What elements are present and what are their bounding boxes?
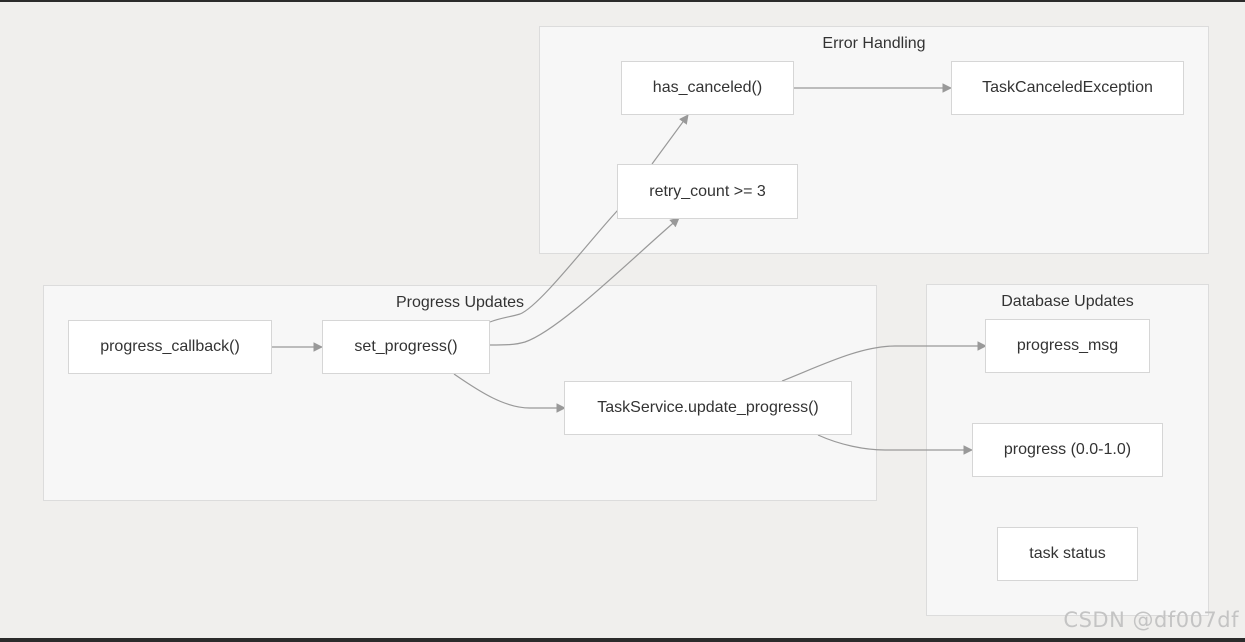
node-has-canceled: has_canceled() bbox=[621, 61, 794, 115]
watermark-text: CSDN @df007df bbox=[1063, 608, 1239, 632]
node-progress-msg: progress_msg bbox=[985, 319, 1150, 373]
node-task-status: task status bbox=[997, 527, 1138, 581]
node-progress-callback: progress_callback() bbox=[68, 320, 272, 374]
node-task-service-update-progress: TaskService.update_progress() bbox=[564, 381, 852, 435]
cluster-title-progress-updates: Progress Updates bbox=[395, 294, 525, 311]
node-retry-count: retry_count >= 3 bbox=[617, 164, 798, 219]
top-border bbox=[0, 0, 1245, 2]
node-task-canceled-exception: TaskCanceledException bbox=[951, 61, 1184, 115]
cluster-title-error-handling: Error Handling bbox=[822, 35, 926, 52]
cluster-title-database-updates: Database Updates bbox=[1001, 293, 1134, 310]
bottom-border bbox=[0, 638, 1245, 642]
node-set-progress: set_progress() bbox=[322, 320, 490, 374]
node-progress-value: progress (0.0-1.0) bbox=[972, 423, 1163, 477]
